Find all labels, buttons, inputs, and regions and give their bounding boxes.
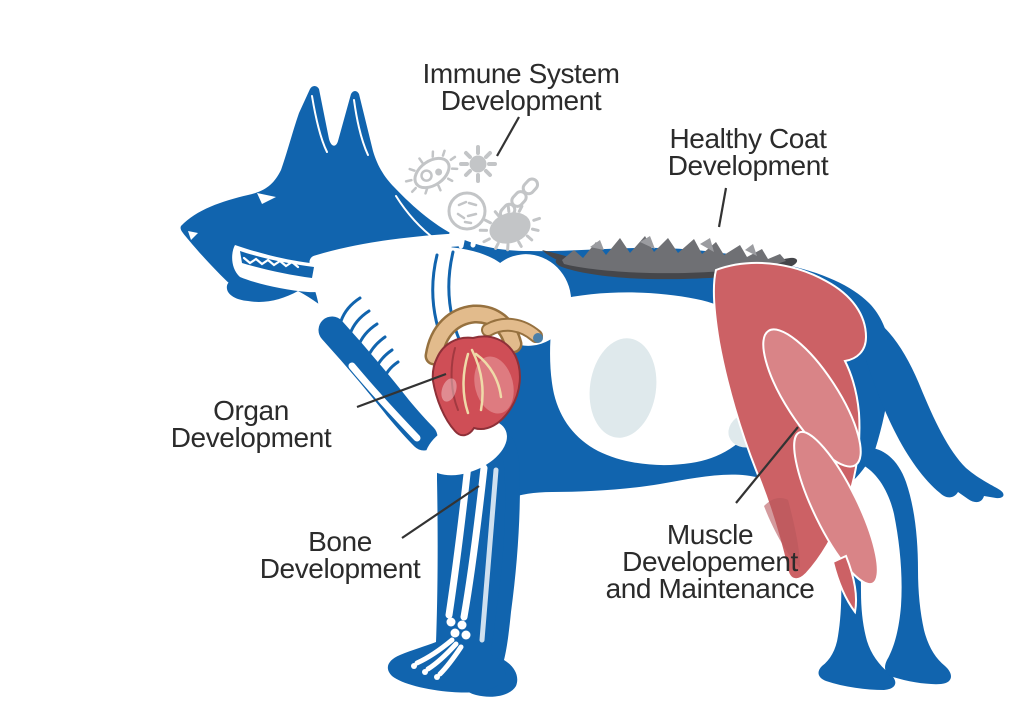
label-line: Bone	[308, 526, 372, 557]
coronary-vessels	[462, 348, 503, 415]
bacterium-filled-icon	[478, 204, 541, 252]
label-line: Immune System	[422, 58, 620, 89]
carpal-bones	[446, 617, 471, 640]
foreleg-upper-arm	[318, 316, 438, 451]
label-line: Organ	[213, 395, 289, 426]
leader-line-organ	[356, 372, 447, 409]
dog-front-leg-near	[387, 426, 506, 693]
humerus-bone	[348, 362, 421, 442]
heart-highlight	[441, 378, 457, 402]
label-line: Development	[170, 422, 332, 453]
hind-leg-muscle	[712, 261, 879, 615]
toe-tip-3	[434, 674, 440, 680]
muscle-band-upper	[762, 328, 862, 468]
microbes-group	[404, 145, 541, 252]
label-line: Muscle	[666, 519, 754, 550]
label-healthy-coat-development: Healthy Coat Development	[667, 123, 829, 181]
muscle-band-lower	[793, 430, 879, 586]
muscle-shank-tip	[831, 554, 857, 615]
leader-line-immune	[496, 116, 520, 157]
fur-spikes	[562, 236, 786, 274]
dog-tail	[858, 312, 1004, 503]
leader-line-bone	[401, 485, 480, 539]
radius-ulna-bones	[445, 461, 488, 621]
label-line: Developement	[622, 546, 798, 577]
label-immune-system-development: Immune System Development	[422, 58, 620, 116]
toe-tip-1	[411, 663, 417, 669]
elbow-joint	[425, 418, 507, 476]
dog-hind-leg-far	[856, 447, 951, 685]
microbe-colony-icon	[447, 191, 487, 231]
heart-crease	[450, 347, 459, 411]
eye	[257, 193, 276, 204]
label-line: Development	[667, 150, 829, 181]
leader-line-muscle	[735, 426, 799, 504]
label-line: Development	[440, 85, 602, 116]
virus-icon	[459, 145, 497, 183]
heart-right-lobe	[474, 356, 514, 414]
leader-line-coat	[717, 187, 728, 228]
label-organ-development: Organ Development	[170, 395, 332, 453]
artery	[483, 319, 541, 341]
ear-hairlines	[311, 95, 437, 241]
label-line: Healthy Coat	[669, 123, 827, 154]
fur-left-wisp	[542, 250, 568, 262]
leader-lines	[356, 116, 799, 539]
trachea	[309, 233, 463, 269]
upper-jaw-band	[240, 251, 314, 278]
label-line: and Maintenance	[605, 573, 815, 604]
far-leg-bone	[479, 467, 499, 643]
front-leg-bones	[411, 418, 507, 680]
label-bone-development: Bone Development	[259, 526, 421, 584]
teeth-zigzag	[242, 256, 300, 269]
vertebrae-ticks	[446, 227, 479, 250]
toe-tip-2	[422, 669, 428, 675]
label-muscle-development-maintenance: Muscle Developement and Maintenance	[605, 519, 815, 604]
muscle-shadow	[764, 498, 800, 568]
toe-bones	[414, 637, 464, 677]
label-line: Development	[259, 553, 421, 584]
nostril	[188, 231, 198, 240]
heart-organ	[424, 304, 543, 437]
bacterium-outline-icon	[404, 149, 459, 195]
rib-arcs	[339, 296, 400, 384]
vein-cap	[533, 333, 543, 343]
stomach-organ	[589, 338, 657, 438]
